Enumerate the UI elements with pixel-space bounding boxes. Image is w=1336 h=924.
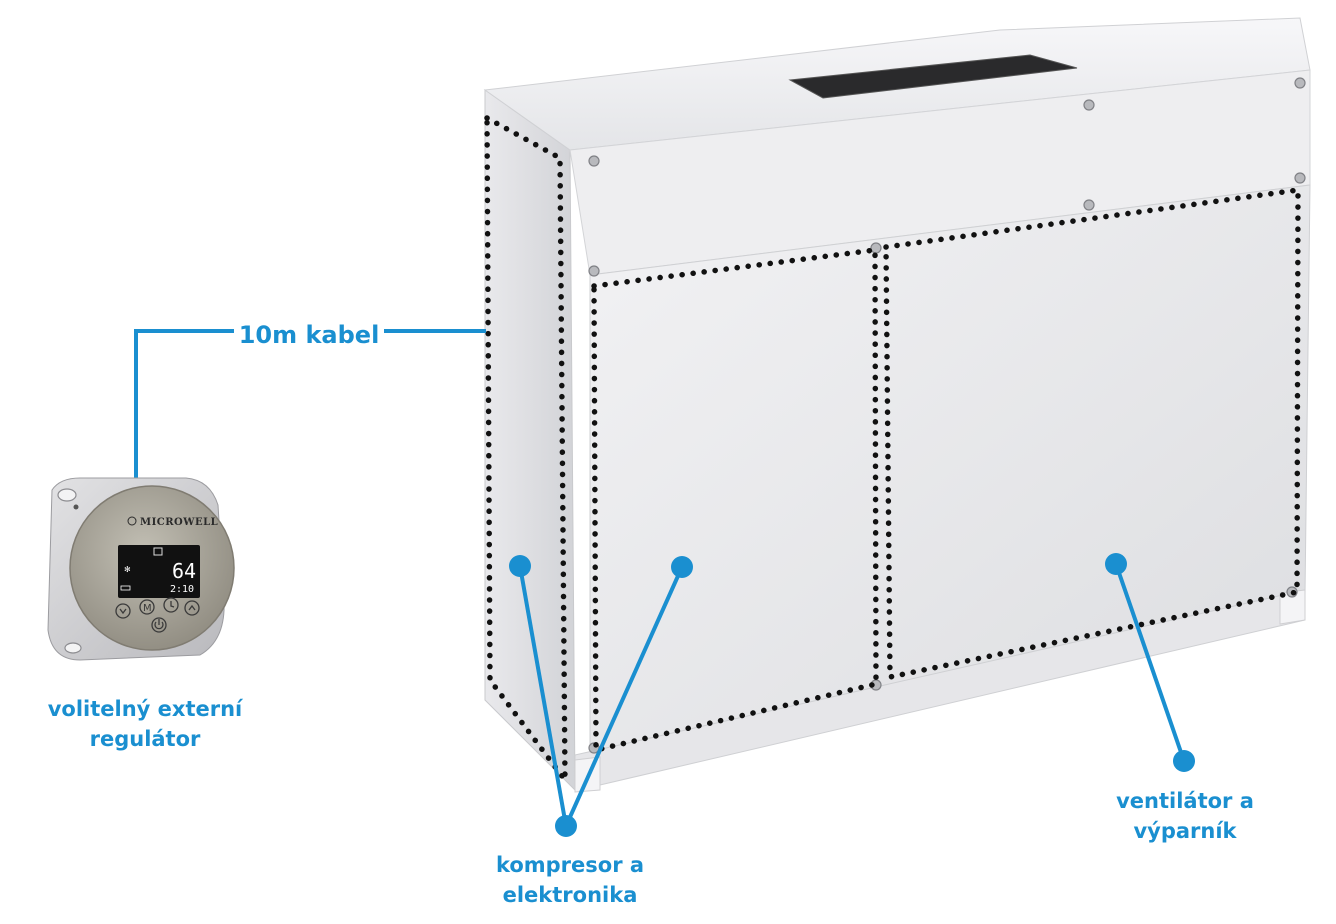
power-glyph (154, 619, 164, 630)
chevron-up-icon[interactable] (184, 600, 200, 616)
compressor-label-line1: kompresor a (495, 853, 645, 877)
screw (1083, 99, 1095, 111)
display-time: 2:10 (170, 584, 194, 595)
cable-line (134, 329, 486, 484)
fan-label-line2: výparník (1133, 819, 1237, 843)
screws (588, 77, 1306, 754)
screw (588, 155, 600, 167)
compressor-label: kompresor a elektronika (480, 850, 660, 910)
front-panel (589, 184, 1311, 756)
chevron-down-glyph (119, 608, 127, 615)
fan-label-line1: ventilátor a (1116, 789, 1254, 813)
compressor-compartment-outline (591, 246, 879, 754)
brand-logo-icon (127, 516, 137, 526)
callout-line (518, 565, 568, 827)
compartment-outlines (484, 115, 1301, 789)
side-panel-outline (484, 115, 568, 789)
callout-dot (1173, 750, 1195, 772)
screw (1083, 199, 1095, 211)
controller-label-line2: regulátor (89, 727, 201, 751)
display-top-icon (153, 547, 163, 556)
mode-glyph: M (143, 603, 152, 614)
cable-line-left (134, 329, 234, 484)
callout-dot (509, 555, 531, 577)
clock-glyph (170, 601, 175, 608)
controller-buttons: M (115, 597, 200, 633)
fan-label: ventilátor a výparník (1100, 786, 1270, 846)
dehumidifier-unit (483, 17, 1311, 793)
fan-compartment-outline (883, 186, 1301, 681)
callout-dot (1105, 553, 1127, 575)
callout-line (1114, 563, 1186, 762)
controller-label-line1: volitelný externí (47, 697, 243, 721)
callout-line (564, 566, 684, 827)
air-outlet-grille (788, 54, 1078, 99)
screw (588, 265, 600, 277)
mode-icon[interactable] (139, 599, 155, 615)
controller-display (118, 545, 200, 598)
controller-screw (73, 504, 79, 510)
cable-length-label: 10m kabel (238, 321, 380, 349)
battery-icon (120, 585, 131, 591)
display-value: 64 (172, 559, 196, 583)
controller-clip (57, 488, 77, 502)
external-controller: MICROWELL 64 2:10 ✻ M (47, 477, 235, 661)
controller-label: volitelný externí regulátor (20, 694, 270, 754)
compressor-label-line2: elektronika (502, 883, 638, 907)
power-icon[interactable] (151, 617, 167, 633)
chevron-down-icon[interactable] (115, 603, 131, 619)
controller-brand: MICROWELL (140, 517, 218, 528)
callouts (509, 553, 1195, 837)
controller-clip (64, 642, 82, 654)
chevron-up-glyph (188, 604, 196, 611)
fan-icon: ✻ (124, 565, 131, 574)
clock-icon[interactable] (163, 597, 179, 613)
screw (1294, 172, 1306, 184)
callout-dot (555, 815, 577, 837)
screw (870, 242, 882, 254)
screw (1294, 77, 1306, 89)
callout-dot (671, 556, 693, 578)
